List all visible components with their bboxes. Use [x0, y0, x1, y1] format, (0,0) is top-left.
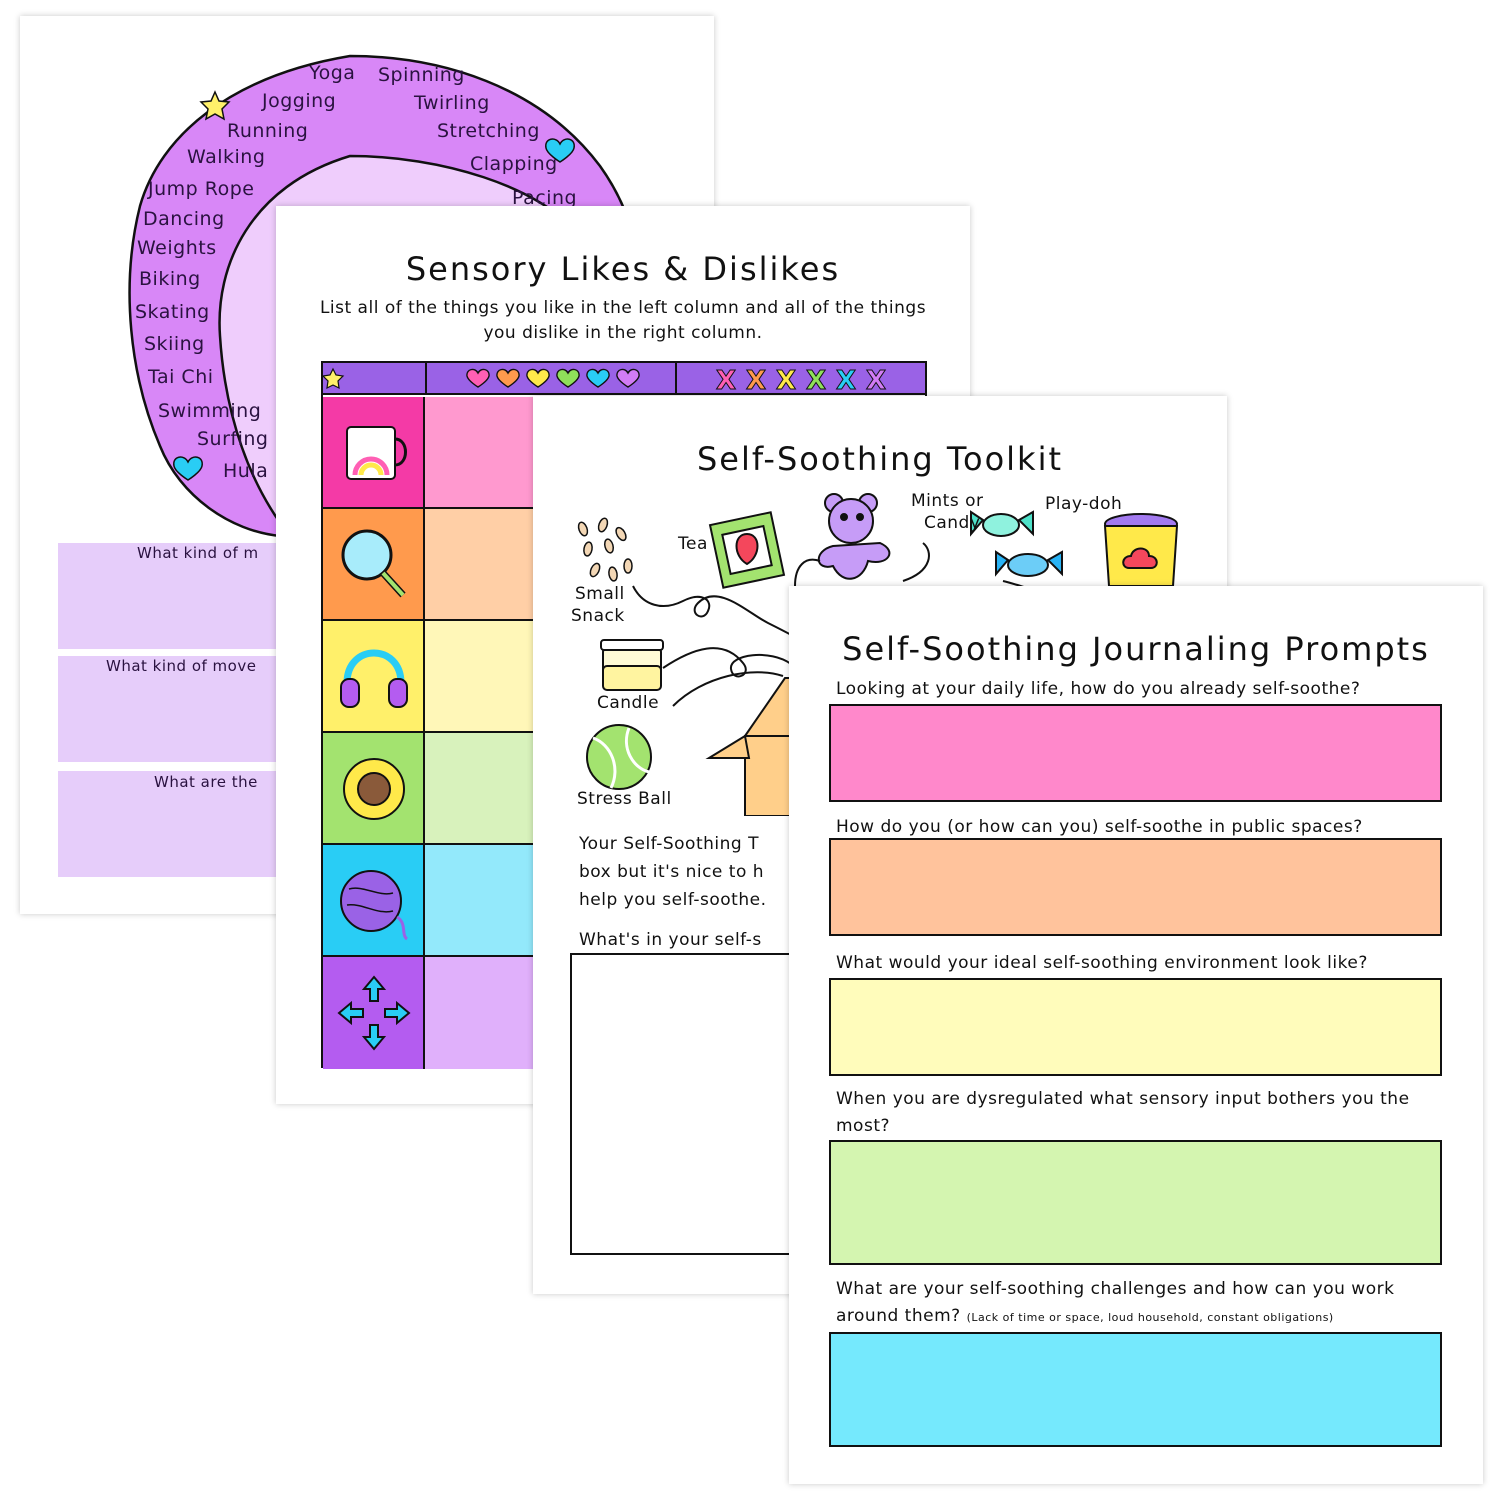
movement-word: Skating — [135, 301, 210, 323]
movement-word: Hula — [223, 460, 269, 482]
movement-word: Twirling — [414, 92, 490, 114]
movement-word: Clapping — [470, 153, 558, 175]
grid-icon-cell — [323, 509, 425, 619]
stress-ball-label: Stress Ball — [577, 789, 672, 809]
mug-icon — [346, 426, 407, 480]
page-title: Sensory Likes & Dislikes — [405, 250, 841, 288]
prompt-answer-box[interactable] — [829, 1140, 1442, 1265]
grid-icon-cell — [323, 397, 425, 507]
candle-icon — [600, 639, 664, 691]
yarn-icon — [340, 870, 409, 941]
seeds-icon — [577, 517, 633, 582]
hearts-icon — [466, 368, 640, 388]
movement-word: Yoga — [309, 62, 356, 84]
movement-word: Walking — [187, 146, 266, 168]
movement-word: Pacing — [512, 187, 578, 209]
toolkit-description: Your Self-Soothing T box but it's nice t… — [579, 834, 767, 910]
star-icon — [323, 367, 345, 390]
movement-word: Spinning — [378, 64, 465, 86]
tea-icon — [708, 511, 786, 589]
candy-label-line1: Mints or — [911, 491, 984, 511]
playdoh-icon — [1103, 513, 1179, 587]
grid-icon-cell — [323, 733, 425, 843]
magnifier-icon — [341, 529, 406, 598]
prompt-answer-box[interactable] — [829, 838, 1442, 936]
movement-word: Stretching — [437, 120, 540, 142]
svg-text:X: X — [836, 366, 856, 395]
prompt-answer-box[interactable] — [829, 704, 1442, 802]
movement-word: Dancing — [143, 208, 225, 230]
toolkit-illustration — [577, 493, 1179, 816]
star-icon — [199, 90, 231, 121]
prompt-text: What would your ideal self-soothing envi… — [836, 953, 1368, 973]
prompt-text: When you are dysregulated what sensory i… — [836, 1089, 1410, 1136]
movement-word: Swimming — [158, 400, 262, 422]
movement-word: Jogging — [262, 90, 337, 112]
question-text: What are the — [154, 773, 258, 791]
bear-icon — [817, 493, 891, 580]
arrows-icon — [337, 975, 411, 1051]
movement-word: Surfing — [197, 428, 269, 450]
tea-label: Tea — [678, 534, 708, 554]
svg-text:X: X — [716, 366, 736, 395]
grid-header: X X X X X X — [323, 363, 925, 395]
movement-word: Running — [227, 120, 309, 142]
prompt-note: (Lack of time or space, loud household, … — [966, 1311, 1334, 1324]
prompt-answer-box[interactable] — [829, 1332, 1442, 1447]
prompt-text: Looking at your daily life, how do you a… — [836, 679, 1361, 699]
toolkit-question: What's in your self-s — [579, 930, 762, 950]
prompt-answer-box[interactable] — [829, 978, 1442, 1076]
svg-text:X: X — [776, 366, 796, 395]
prompt-text: How do you (or how can you) self-soothe … — [836, 817, 1363, 837]
svg-text:X: X — [746, 366, 766, 395]
sunflower-icon — [343, 758, 405, 820]
stress-ball-icon — [586, 724, 652, 790]
snack-label-line1: Small — [575, 584, 625, 604]
heart-icon — [545, 138, 575, 163]
movement-word: Skiing — [144, 333, 205, 355]
movement-word: Weights — [137, 237, 217, 259]
playdoh-label: Play-doh — [1045, 494, 1123, 514]
movement-word: Biking — [139, 268, 201, 290]
question-text: What kind of move — [106, 657, 257, 675]
grid-icon-cell — [323, 957, 425, 1069]
question-text: What kind of m — [137, 544, 259, 562]
instructions-text: List all of the things you like in the l… — [319, 298, 927, 343]
svg-text:X: X — [806, 366, 826, 395]
movement-word: Tai Chi — [148, 366, 214, 388]
page-title: Self-Soothing Journaling Prompts — [842, 630, 1430, 668]
candle-label: Candle — [597, 693, 660, 713]
grid-icon-cell — [323, 621, 425, 731]
page-title: Self-Soothing Toolkit — [696, 440, 1064, 478]
headphones-icon — [340, 649, 408, 708]
heart-icon — [173, 456, 203, 481]
journaling-worksheet-page: Self-Soothing Journaling Prompts Looking… — [789, 586, 1483, 1484]
x-marks-icon: X X X X X X — [716, 366, 887, 396]
snack-label-line2: Snack — [571, 606, 625, 626]
grid-icon-cell — [323, 845, 425, 955]
candy-label-line2: Candy — [924, 513, 981, 533]
prompt-text: What are your self-soothing challenges a… — [836, 1279, 1395, 1326]
movement-word: Jump Rope — [148, 178, 255, 200]
svg-text:X: X — [866, 366, 886, 395]
candy-icon — [970, 510, 1063, 577]
